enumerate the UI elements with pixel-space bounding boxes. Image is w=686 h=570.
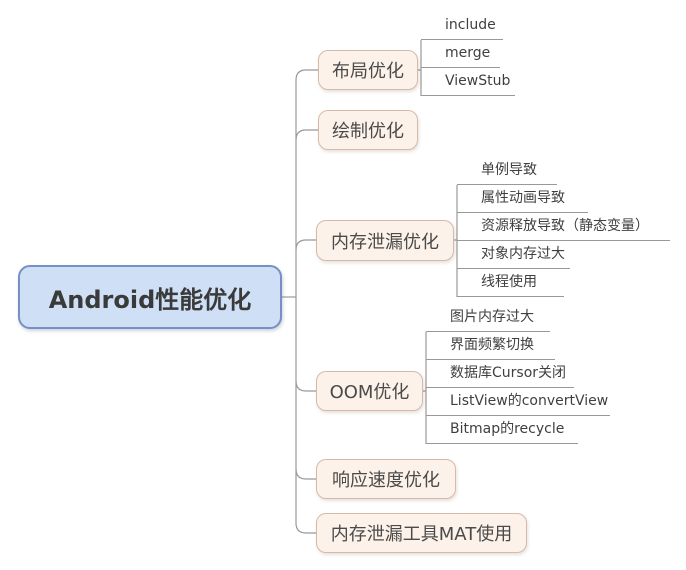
branch-node-label: 布局优化 xyxy=(332,61,404,82)
memory-leak-children: 单例导致 属性动画导致 资源释放导致（静态变量） 对象内存过大 线程使用 xyxy=(457,157,670,297)
child-node-label: ViewStub xyxy=(445,73,511,89)
root-node-android-performance[interactable]: Android性能优化 xyxy=(18,265,282,329)
child-node-label: merge xyxy=(445,45,491,61)
child-node-database-cursor-close[interactable]: 数据库Cursor关闭 xyxy=(426,360,574,388)
oom-children: 图片内存过大 界面频繁切换 数据库Cursor关闭 ListView的conve… xyxy=(426,304,610,444)
branch-node-layout-optimization[interactable]: 布局优化 xyxy=(318,50,418,90)
child-node-bitmap-recycle[interactable]: Bitmap的recycle xyxy=(426,416,578,444)
child-node-thread-usage[interactable]: 线程使用 xyxy=(457,269,564,297)
child-node-label: Bitmap的recycle xyxy=(450,421,565,437)
child-node-label: 线程使用 xyxy=(481,274,537,290)
child-node-image-memory-too-large[interactable]: 图片内存过大 xyxy=(426,304,550,332)
connector-branch-response xyxy=(295,468,316,480)
branch-node-drawing-optimization[interactable]: 绘制优化 xyxy=(318,110,418,150)
child-node-label: 属性动画导致 xyxy=(481,190,565,206)
child-node-resource-release-cause[interactable]: 资源释放导致（静态变量） xyxy=(457,213,670,241)
child-node-label: include xyxy=(445,17,496,33)
branch-node-label: 内存泄漏工具MAT使用 xyxy=(330,524,513,545)
layout-optimization-children: include merge ViewStub xyxy=(421,12,515,96)
branch-node-mat-tool-usage[interactable]: 内存泄漏工具MAT使用 xyxy=(316,513,527,553)
child-node-singleton-cause[interactable]: 单例导致 xyxy=(457,157,557,185)
branch-node-label: 响应速度优化 xyxy=(332,470,440,491)
connector-branch-memory-leak xyxy=(295,239,316,251)
child-node-label: 对象内存过大 xyxy=(481,246,565,262)
child-node-listview-convertview[interactable]: ListView的convertView xyxy=(426,388,610,416)
child-node-label: 界面频繁切换 xyxy=(450,337,534,353)
connector-layout-children xyxy=(418,40,422,96)
child-node-property-animation-cause[interactable]: 属性动画导致 xyxy=(457,185,588,213)
child-node-label: 单例导致 xyxy=(481,162,537,178)
child-node-include[interactable]: include xyxy=(421,12,503,40)
child-node-viewstub[interactable]: ViewStub xyxy=(421,68,515,96)
branch-node-response-speed-optimization[interactable]: 响应速度优化 xyxy=(316,459,456,499)
connector-branch-oom xyxy=(295,380,316,392)
connector-trunk xyxy=(295,69,318,534)
child-node-label: 数据库Cursor关闭 xyxy=(450,365,567,381)
branch-node-memory-leak-optimization[interactable]: 内存泄漏优化 xyxy=(316,220,454,261)
connector-branch-drawing xyxy=(295,129,318,141)
child-node-object-memory-too-large[interactable]: 对象内存过大 xyxy=(457,241,570,269)
child-node-label: 资源释放导致（静态变量） xyxy=(481,218,649,234)
branch-node-label: 绘制优化 xyxy=(332,121,404,142)
branch-node-label: 内存泄漏优化 xyxy=(331,231,439,253)
root-node-label: Android性能优化 xyxy=(48,285,252,314)
child-node-label: 图片内存过大 xyxy=(450,309,534,325)
child-node-merge[interactable]: merge xyxy=(421,40,500,68)
child-node-label: ListView的convertView xyxy=(450,393,609,409)
branch-node-label: OOM优化 xyxy=(329,382,410,403)
branch-node-oom-optimization[interactable]: OOM优化 xyxy=(316,371,423,411)
child-node-frequent-ui-switching[interactable]: 界面频繁切换 xyxy=(426,332,555,360)
